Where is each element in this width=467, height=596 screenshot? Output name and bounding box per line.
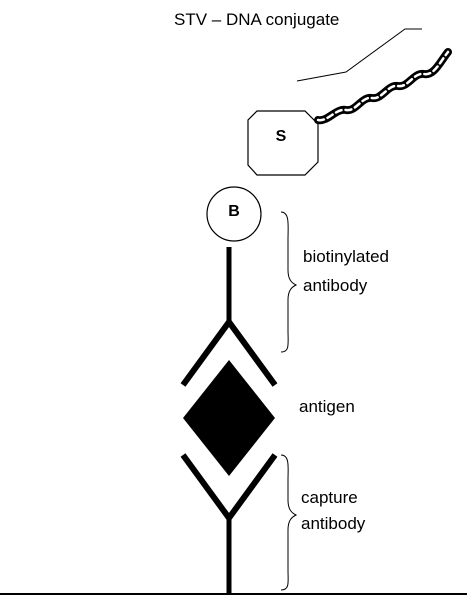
biotinylated-label-line1: biotinylated [303,247,389,267]
capture-antibody-brace [281,455,296,590]
antigen-shape [183,360,275,476]
antigen-label: antigen [299,397,355,417]
biotinylated-antibody-brace [281,212,296,352]
conjugate-label: STV – DNA conjugate [174,10,339,30]
conjugate-leader-line [297,29,422,81]
dna-strand-outer [318,52,448,120]
capture-label-line2: antibody [301,514,365,534]
biotin-letter: B [224,203,244,221]
streptavidin-letter: S [271,128,291,146]
biotinylated-label-line2: antibody [303,276,367,296]
capture-label-line1: capture [301,488,358,508]
